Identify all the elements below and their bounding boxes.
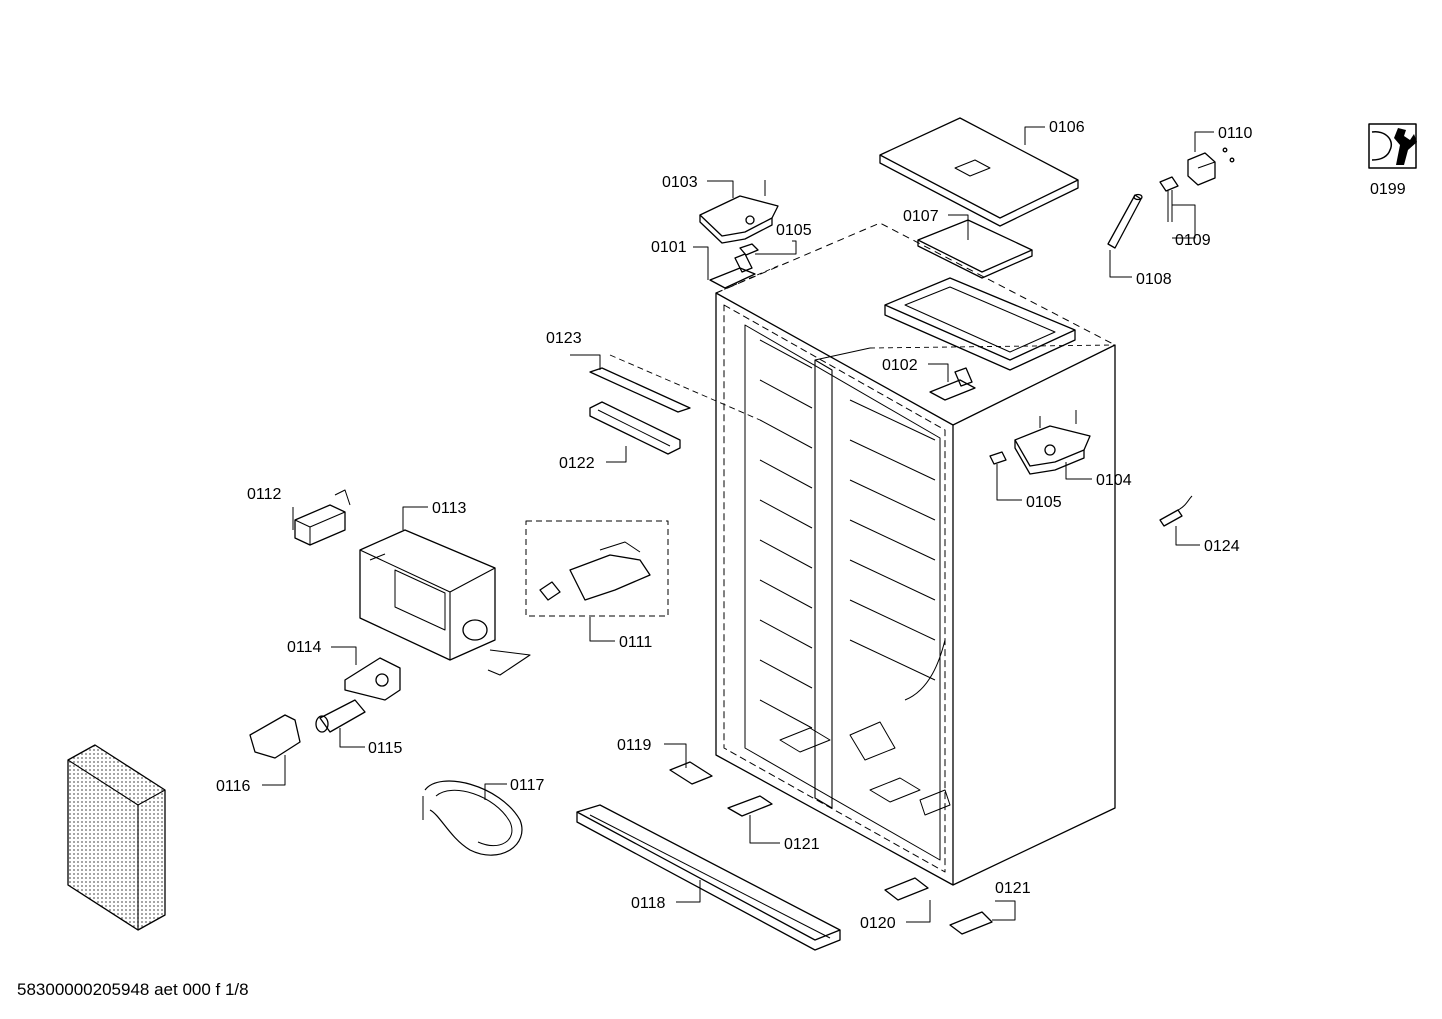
part-0106-top-cover <box>879 117 1079 227</box>
label-0104: 0104 <box>1096 472 1132 489</box>
part-0113-housing <box>359 529 531 676</box>
label-0109: 0109 <box>1175 232 1211 249</box>
label-0105-lower: 0105 <box>1026 494 1062 511</box>
part-0110-module <box>1187 147 1235 186</box>
part-0105-clip-top <box>739 243 759 256</box>
part-0103-hinge-cover <box>699 180 779 244</box>
label-0117: 0117 <box>510 777 545 794</box>
part-0104-hinge-cover <box>1014 410 1091 475</box>
wrench-tool-icon <box>1368 123 1417 169</box>
label-0108: 0108 <box>1136 271 1172 288</box>
part-0123-strip <box>589 367 691 413</box>
part-0111-assembly-group <box>525 520 669 617</box>
label-0113: 0113 <box>432 500 467 517</box>
part-labels: 0103 0105 0101 0106 0107 0108 0109 0110 … <box>216 119 1406 932</box>
part-0105-clip-lower <box>989 451 1007 465</box>
label-0118: 0118 <box>631 895 666 912</box>
mesh-filter-panel <box>67 744 166 931</box>
label-0112: 0112 <box>247 486 282 503</box>
part-0114-bracket <box>344 657 401 701</box>
label-0120: 0120 <box>860 915 896 932</box>
label-0199: 0199 <box>1370 181 1406 198</box>
label-0102: 0102 <box>882 357 918 374</box>
label-0107: 0107 <box>903 208 939 225</box>
top-tray <box>884 277 1076 371</box>
part-0116-cover <box>249 714 301 759</box>
label-0110: 0110 <box>1218 125 1253 142</box>
label-0115: 0115 <box>368 740 403 757</box>
label-0121-b: 0121 <box>995 880 1031 897</box>
label-0105-top: 0105 <box>776 222 812 239</box>
part-0112-box <box>294 489 351 546</box>
label-0119: 0119 <box>617 737 652 754</box>
part-0120-bracket <box>884 877 929 901</box>
part-0101-hinge <box>709 253 756 289</box>
part-0121-foot-b <box>949 911 993 935</box>
part-0119-bracket <box>669 761 713 785</box>
cabinet-body <box>715 222 1116 886</box>
part-0115-tube <box>315 699 366 733</box>
part-0109-sensor <box>1159 176 1179 222</box>
label-0122: 0122 <box>559 455 595 472</box>
label-0116: 0116 <box>216 778 251 795</box>
part-0102-hinge <box>929 367 976 401</box>
label-0101: 0101 <box>651 239 687 256</box>
label-0103: 0103 <box>662 174 698 191</box>
part-0118-base-rail <box>576 804 841 951</box>
label-0124: 0124 <box>1204 538 1240 555</box>
label-0114: 0114 <box>287 639 322 656</box>
document-footer-code: 58300000205948 aet 000 f 1/8 <box>17 980 249 999</box>
part-0121-foot-a <box>727 795 773 817</box>
label-0121-a: 0121 <box>784 836 820 853</box>
part-0117-hose <box>422 780 523 856</box>
leader-lines <box>262 126 1214 923</box>
label-0123: 0123 <box>546 330 582 347</box>
label-0106: 0106 <box>1049 119 1085 136</box>
label-0111: 0111 <box>619 634 652 651</box>
part-0108-rod <box>1107 193 1143 249</box>
part-0124-sensor <box>1159 495 1193 527</box>
part-0122-frame <box>589 401 681 455</box>
part-0107-control-board <box>917 219 1033 279</box>
